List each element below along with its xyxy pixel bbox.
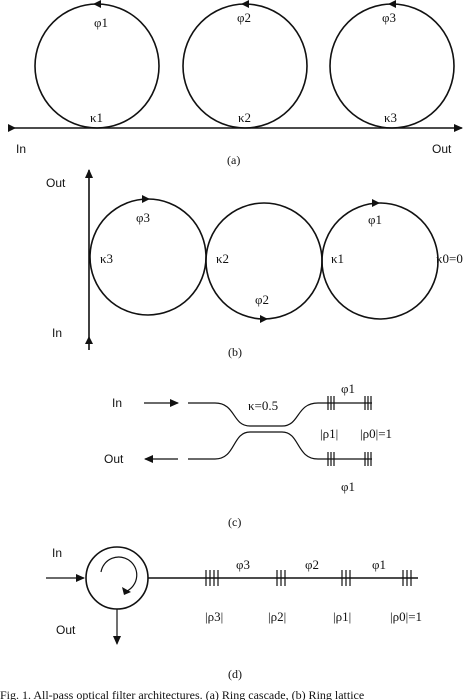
ring-2-phase: φ2 xyxy=(237,10,251,25)
figure-caption: Fig. 1. All-pass optical filter architec… xyxy=(0,688,364,700)
phase-3: φ3 xyxy=(236,557,250,572)
panel-d: In Out φ3 φ2 φ1 |ρ3| |ρ2| |ρ1| |ρ0|=1 (d… xyxy=(46,546,422,681)
ring-3-direction-icon xyxy=(388,0,396,8)
panel-a: φ1 φ2 φ3 κ1 κ2 κ3 In Out (a) xyxy=(8,0,463,167)
panel-b: Out In φ3 φ2 φ1 κ3 κ2 κ1 κ0=0 (b) xyxy=(46,169,463,359)
phase-2: φ2 xyxy=(305,557,319,572)
output-label: Out xyxy=(432,142,452,156)
phase-bottom: φ1 xyxy=(341,479,355,494)
input-label: In xyxy=(52,326,62,340)
circulator-rotation-icon xyxy=(100,556,138,592)
ring-3-phase: φ3 xyxy=(136,210,150,225)
grating-3 xyxy=(205,570,219,586)
circulator xyxy=(85,546,149,610)
reflectivity-1: |ρ1| xyxy=(320,426,338,441)
ring-2-direction-icon xyxy=(260,315,268,323)
caption-b: (b) xyxy=(228,345,242,359)
reflectivity-0: |ρ0|=1 xyxy=(360,426,392,441)
ring-1-direction-icon xyxy=(93,0,101,8)
input-arrow-icon xyxy=(85,336,93,344)
grating-top-1 xyxy=(327,396,335,410)
input-label: In xyxy=(16,142,26,156)
input-label: In xyxy=(52,546,62,560)
ring-3-coupling: κ3 xyxy=(100,251,113,266)
caption-a: (a) xyxy=(227,153,240,167)
ring-2-coupling: κ2 xyxy=(216,251,229,266)
output-label: Out xyxy=(46,176,66,190)
end-coupling: κ0=0 xyxy=(436,251,463,266)
reflectivity-2: |ρ2| xyxy=(268,609,286,624)
caption-c: (c) xyxy=(228,515,241,529)
ring-2-direction-icon xyxy=(241,0,249,8)
phase-1: φ1 xyxy=(372,557,386,572)
coupler-lower-arm xyxy=(188,431,372,460)
phase-top: φ1 xyxy=(341,381,355,396)
output-label: Out xyxy=(104,452,124,466)
ring-3-phase: φ3 xyxy=(382,10,396,25)
output-label: Out xyxy=(56,623,76,637)
ring-1-phase: φ1 xyxy=(94,15,108,30)
ring-3-direction-icon xyxy=(142,195,150,203)
ring-2-coupling: κ2 xyxy=(238,110,251,125)
grating-2 xyxy=(276,570,286,586)
input-arrow-icon xyxy=(8,124,16,132)
coupler-label: κ=0.5 xyxy=(248,398,278,413)
input-label: In xyxy=(112,396,122,410)
coupler-upper-arm xyxy=(188,402,372,427)
ring-2-phase: φ2 xyxy=(255,292,269,307)
ring-1-phase: φ1 xyxy=(368,212,382,227)
grating-0 xyxy=(402,570,412,586)
grating-top-0 xyxy=(364,396,372,410)
grating-bottom-0 xyxy=(364,452,372,466)
ring-1-direction-icon xyxy=(372,199,380,207)
reflectivity-3: |ρ3| xyxy=(205,609,223,624)
caption-d: (d) xyxy=(228,667,242,681)
ring-1-coupling: κ1 xyxy=(331,251,344,266)
panel-c: In Out κ=0.5 φ1 φ1 |ρ1| |ρ0|=1 (c) xyxy=(104,381,392,529)
reflectivity-1: |ρ1| xyxy=(333,609,351,624)
reflectivity-0: |ρ0|=1 xyxy=(390,609,422,624)
ring-3-coupling: κ3 xyxy=(384,110,397,125)
grating-1 xyxy=(341,570,351,586)
circulator-arrowhead-icon xyxy=(122,587,131,595)
ring-1-coupling: κ1 xyxy=(90,110,103,125)
grating-bottom-1 xyxy=(327,452,335,466)
